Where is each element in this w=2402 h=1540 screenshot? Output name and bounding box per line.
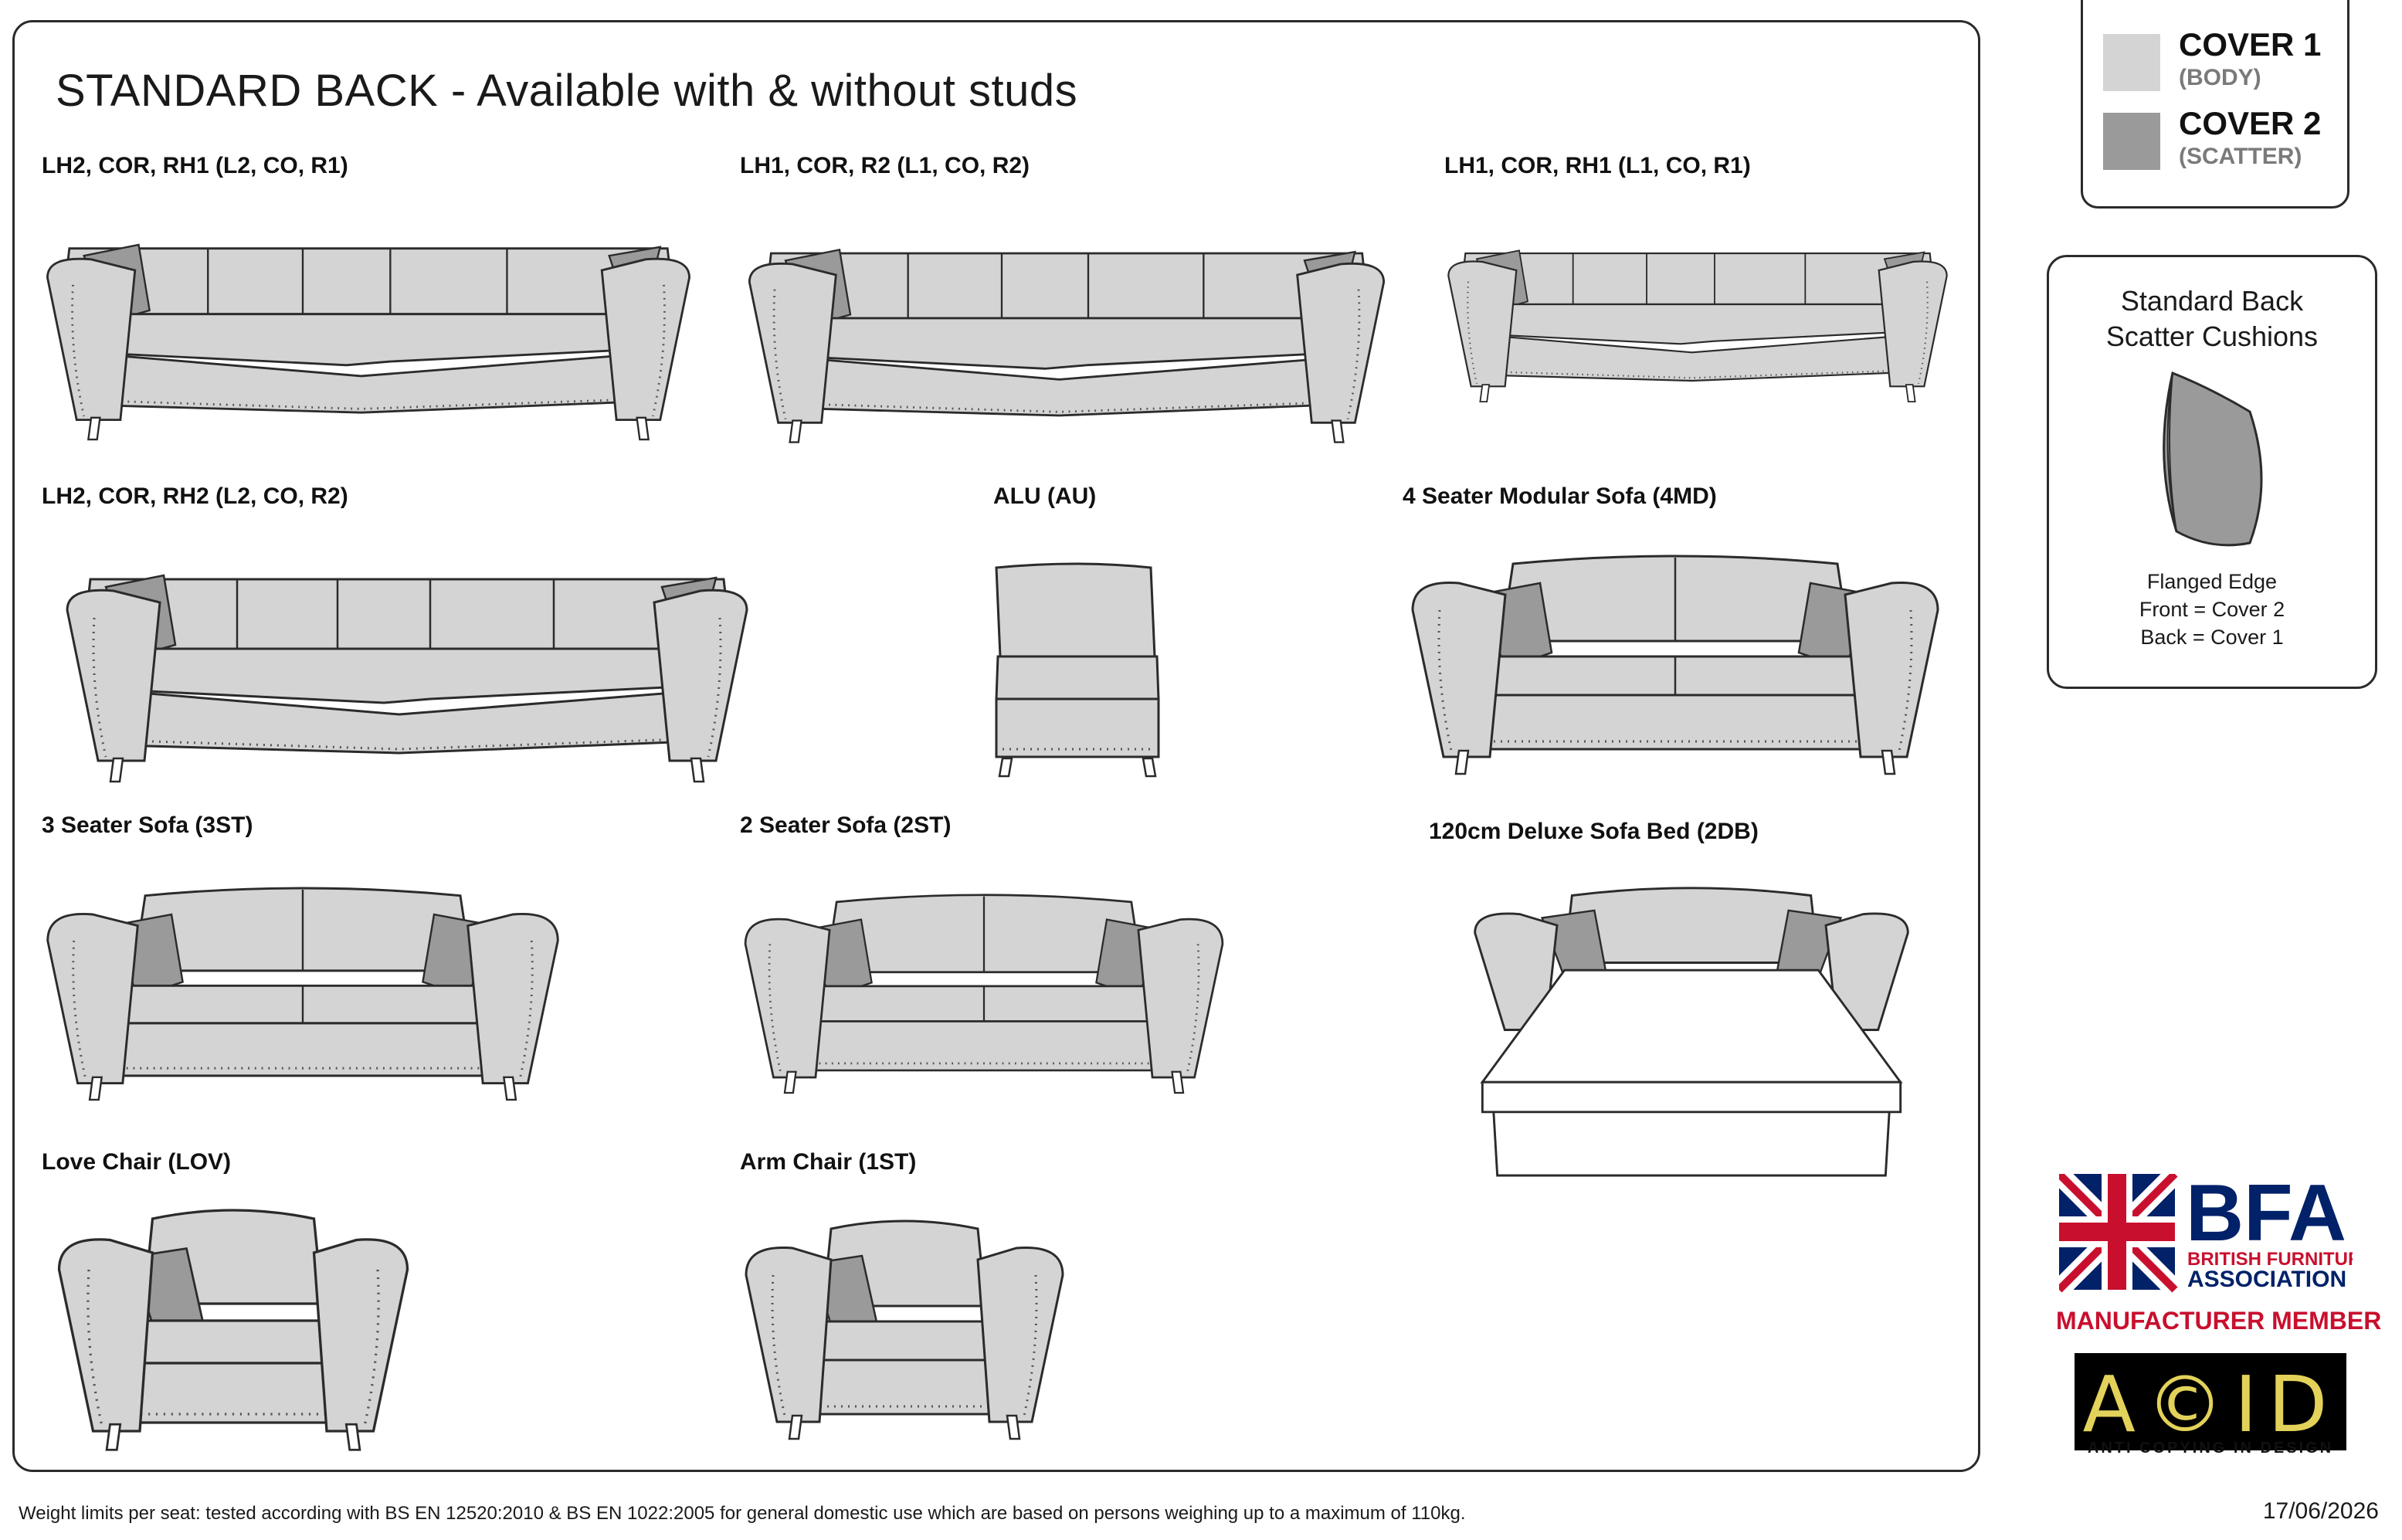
product-label-alu: ALU (AU) bbox=[993, 483, 1097, 509]
product-label-lh1-cor-rh1: LH1, COR, RH1 (L1, CO, R1) bbox=[1444, 153, 1751, 178]
sofa-image-lh2-cor-rh2 bbox=[40, 556, 774, 788]
page-title: STANDARD BACK - Available with & without… bbox=[56, 66, 1078, 116]
sofa-image-arm-chair bbox=[738, 1202, 1070, 1457]
sofa-image-lh1-cor-r2 bbox=[738, 232, 1395, 448]
weight-limit-note: Weight limits per seat: tested according… bbox=[19, 1503, 1466, 1524]
bfa-logo: BFA BRITISH FURNITURE ASSOCIATION bbox=[2051, 1166, 2373, 1313]
sofa-image-3-seater bbox=[40, 877, 565, 1109]
sofa-image-2-seater bbox=[738, 877, 1230, 1109]
acid-logo: A©ID bbox=[2075, 1353, 2346, 1450]
bfa-name-line1: BRITISH FURNITURE bbox=[2187, 1249, 2353, 1270]
sofa-image-4-seater-modular bbox=[1401, 548, 1949, 780]
sofa-image-sofa-bed bbox=[1467, 879, 1915, 1203]
acid-sub-label: ANTI COPYING IN DESIGN bbox=[2087, 1440, 2334, 1457]
product-label-sofa-bed: 120cm Deluxe Sofa Bed (2DB) bbox=[1429, 819, 1759, 844]
cover1-sub: (BODY) bbox=[2179, 65, 2261, 90]
bfa-name-line2: ASSOCIATION bbox=[2187, 1267, 2346, 1292]
product-label-love-chair: Love Chair (LOV) bbox=[42, 1149, 232, 1175]
cover1-swatch bbox=[2103, 34, 2160, 91]
product-label-lh2-cor-rh1: LH2, COR, RH1 (L2, CO, R1) bbox=[42, 153, 348, 178]
cover2-name: COVER 2 bbox=[2179, 105, 2322, 141]
cover2-sub: (SCATTER) bbox=[2179, 144, 2302, 169]
cushion-note-line2: Front = Cover 2 bbox=[2139, 598, 2285, 621]
cushion-title-line2: Scatter Cushions bbox=[2105, 321, 2319, 352]
scatter-cushion-info: Standard Back Scatter Cushions Flanged E… bbox=[2047, 255, 2377, 689]
sofa-image-love-chair bbox=[40, 1202, 426, 1457]
scatter-cushion-image bbox=[2157, 365, 2265, 551]
product-label-lh1-cor-r2: LH1, COR, R2 (L1, CO, R2) bbox=[740, 153, 1030, 178]
cushion-note-line1: Flanged Edge bbox=[2146, 570, 2278, 593]
cover2-swatch bbox=[2103, 113, 2160, 170]
cover-legend: COVER 1 (BODY) COVER 2 (SCATTER) bbox=[2081, 0, 2349, 209]
document-date: 17/06/2026 bbox=[2262, 1498, 2379, 1524]
sofa-image-alu bbox=[989, 556, 1166, 780]
sofa-image-lh2-cor-rh1 bbox=[40, 224, 697, 448]
product-label-2-seater: 2 Seater Sofa (2ST) bbox=[740, 812, 952, 838]
product-label-4-seater-modular: 4 Seater Modular Sofa (4MD) bbox=[1403, 483, 1717, 509]
cushion-title-line1: Standard Back bbox=[2120, 285, 2304, 317]
sofa-image-lh1-cor-rh1 bbox=[1443, 229, 1952, 414]
bfa-member-label: MANUFACTURER MEMBER bbox=[2056, 1307, 2382, 1335]
cover1-name: COVER 1 bbox=[2179, 26, 2322, 63]
cushion-note-line3: Back = Cover 1 bbox=[2140, 626, 2284, 649]
acid-mark: A©ID bbox=[2082, 1359, 2339, 1450]
product-label-3-seater: 3 Seater Sofa (3ST) bbox=[42, 812, 253, 838]
bfa-short: BFA bbox=[2186, 1174, 2346, 1258]
product-label-lh2-cor-rh2: LH2, COR, RH2 (L2, CO, R2) bbox=[42, 483, 348, 509]
union-flag-icon bbox=[2051, 1166, 2183, 1297]
product-label-arm-chair: Arm Chair (1ST) bbox=[740, 1149, 917, 1175]
main-panel bbox=[12, 20, 1980, 1472]
